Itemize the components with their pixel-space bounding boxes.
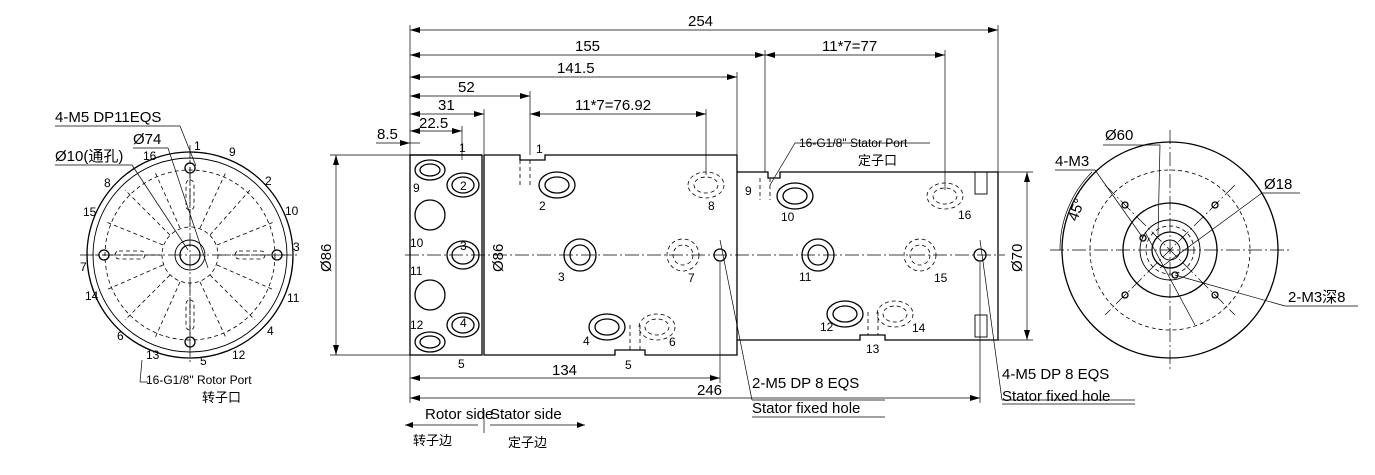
rotor-port-num: 5 — [200, 354, 207, 368]
rotor-port-num: 16 — [143, 149, 157, 163]
stator-side-cn: 定子边 — [508, 436, 547, 451]
dim-134: 134 — [552, 362, 577, 379]
side-rotor-num: 10 — [410, 236, 424, 250]
rotor-port-num: 1 — [194, 139, 201, 153]
hole-note-1: 2-M5 DP 8 EQS — [752, 375, 859, 392]
side-stator-num: 15 — [934, 271, 948, 285]
rotor-port-num: 2 — [265, 174, 272, 188]
left-end-view: 1 2 3 4 5 6 7 8 9 10 11 12 13 14 15 16 4… — [55, 109, 300, 406]
dim-254: 254 — [688, 13, 713, 30]
rotor-port-num: 10 — [285, 204, 299, 218]
stator-side-label: Stator side — [490, 406, 562, 423]
rotor-port-num: 9 — [229, 145, 236, 159]
rotor-port-num: 12 — [232, 348, 246, 362]
dia10-label: Ø10(通孔) — [55, 148, 123, 165]
side-stator-num: 2 — [539, 199, 546, 213]
m3-4-label: 4-M3 — [1055, 153, 1089, 170]
side-stator-num: 7 — [688, 271, 695, 285]
side-stator-num: 12 — [820, 320, 834, 334]
stator-port-label: 16-G1/8" Stator Port — [799, 136, 908, 150]
side-rotor-num: 4 — [460, 316, 467, 330]
side-stator-num: 4 — [583, 334, 590, 348]
angle45-label: 45° — [1065, 196, 1089, 223]
stator-port-cn: 定子口 — [858, 154, 897, 169]
rotor-port-label: 16-G1/8" Rotor Port — [146, 373, 252, 387]
rotor-port-num: 6 — [117, 329, 124, 343]
side-stator-num: 9 — [745, 184, 752, 198]
dim-246: 246 — [697, 382, 722, 399]
m3-2-label: 2-M3深8 — [1288, 289, 1346, 306]
right-end-view: Ø60 4-M3 Ø18 45° 2-M3深8 — [1050, 127, 1358, 370]
side-stator-num: 11 — [799, 270, 812, 284]
dia74-label: Ø74 — [133, 131, 161, 148]
rotor-port-num: 3 — [293, 240, 300, 254]
rotor-side-cn: 转子边 — [413, 434, 452, 449]
dim-8-5: 8.5 — [377, 126, 398, 143]
hole-note-1b: Stator fixed hole — [752, 400, 860, 417]
side-stator-num: 3 — [558, 270, 565, 284]
dim-dia86-mid: Ø86 — [490, 244, 507, 272]
side-rotor-num: 9 — [413, 181, 420, 195]
rotor-side-label: Rotor side — [425, 406, 493, 423]
side-stator-num: 8 — [708, 199, 715, 213]
rotor-port-num: 13 — [146, 348, 160, 362]
rotor-port-num: 15 — [83, 205, 97, 219]
dim-dia70: Ø70 — [1009, 244, 1026, 272]
m5-hole-label: 4-M5 DP11EQS — [55, 109, 161, 126]
dim-22-5: 22.5 — [419, 115, 448, 132]
side-stator-num: 14 — [912, 321, 926, 335]
dia18-label: Ø18 — [1264, 176, 1292, 193]
dim-52: 52 — [458, 79, 475, 96]
side-rotor-num: 12 — [410, 318, 424, 332]
rotor-port-num: 8 — [104, 176, 111, 190]
side-stator-num: 16 — [958, 208, 972, 222]
side-stator-num: 1 — [536, 142, 543, 156]
dim-dia86-left: Ø86 — [318, 244, 335, 272]
side-stator-num: 6 — [669, 335, 676, 349]
side-rotor-num: 1 — [459, 141, 466, 155]
rotor-port-num: 4 — [267, 324, 274, 338]
side-stator-num: 10 — [781, 210, 795, 224]
dia60-label: Ø60 — [1105, 127, 1133, 144]
side-rotor-num: 2 — [460, 179, 467, 193]
hole-note-2: 4-M5 DP 8 EQS — [1002, 366, 1109, 383]
side-stator-num: 13 — [866, 342, 880, 356]
hole-note-2b: Stator fixed hole — [1002, 388, 1110, 405]
dim-31: 31 — [438, 97, 455, 114]
rotor-port-num: 7 — [80, 260, 87, 274]
rotor-port-cn: 转子口 — [202, 391, 241, 406]
dim-11x7-77: 11*7=77 — [822, 38, 877, 55]
side-rotor-num: 3 — [460, 239, 467, 253]
dim-11x7-76-92: 11*7=76.92 — [575, 97, 651, 114]
dim-141-5: 141.5 — [557, 60, 595, 77]
side-view: 1 2 3 4 5 9 10 11 12 1 2 3 4 5 6 7 8 9 1… — [318, 13, 1135, 451]
side-rotor-num: 11 — [410, 264, 423, 278]
side-stator-num: 5 — [625, 358, 632, 372]
rotor-port-num: 11 — [287, 291, 300, 305]
rotor-port-num: 14 — [85, 289, 99, 303]
dim-155: 155 — [575, 38, 600, 55]
side-rotor-num: 5 — [458, 357, 465, 371]
